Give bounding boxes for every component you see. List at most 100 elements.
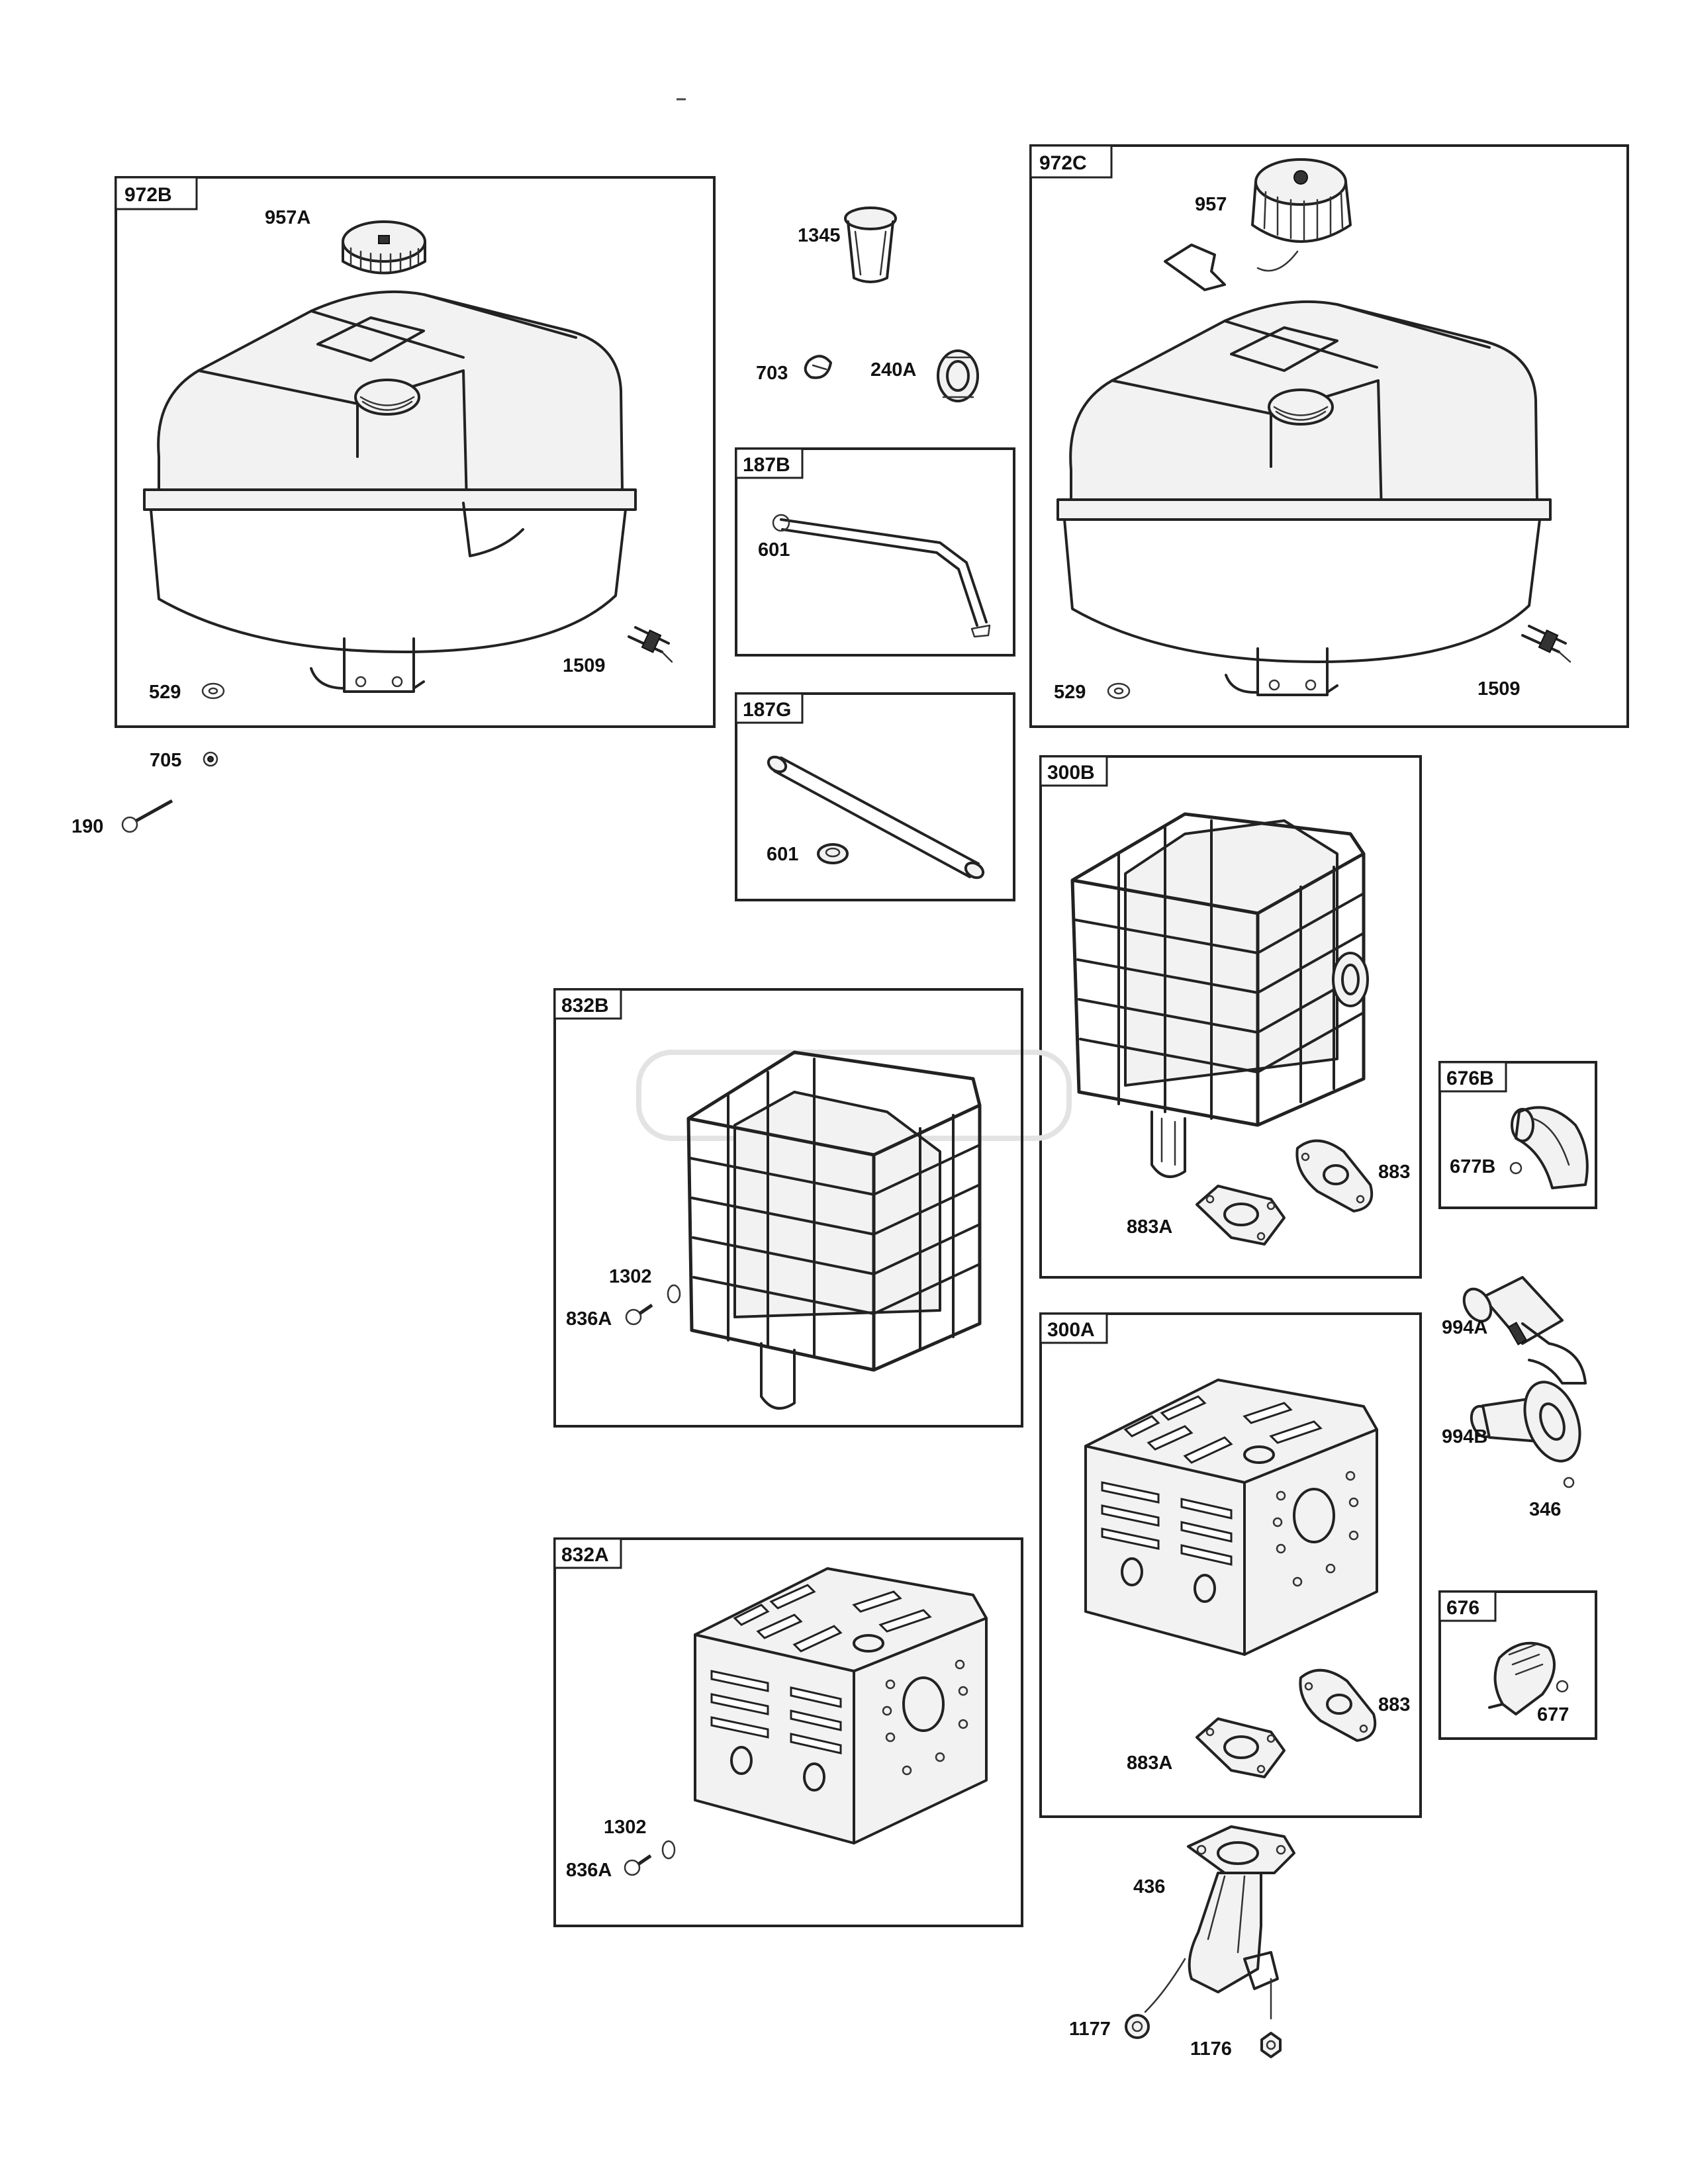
- group-187g-tag-box: [735, 692, 804, 724]
- group-972b-tag: 972B: [124, 184, 172, 206]
- group-300b-tag: 300B: [1047, 762, 1095, 784]
- group-832b: 832B 1302 836A: [553, 988, 1023, 1428]
- muffler-832a: [694, 1567, 988, 1844]
- label-1177: 1177: [1069, 2019, 1111, 2040]
- muffler-300a: [1084, 1379, 1378, 1656]
- label-1345: 1345: [798, 225, 841, 246]
- muffler-guard-832b: [686, 1050, 982, 1410]
- group-676-tag-box: [1438, 1590, 1497, 1622]
- screw-677: [1556, 1680, 1569, 1693]
- fitting-1509-left: [628, 626, 673, 663]
- label-601-187b: 601: [758, 539, 790, 561]
- group-300a-tag-box: [1039, 1312, 1108, 1344]
- bolt-190: [121, 799, 173, 833]
- label-836a-832b: 836A: [566, 1308, 612, 1330]
- label-883-300a: 883: [1378, 1694, 1410, 1715]
- group-972b-tag-box: [115, 176, 198, 210]
- washer-529-left: [201, 682, 225, 700]
- group-187g-frame: [735, 692, 1015, 901]
- gasket-883a-300b: [1196, 1185, 1286, 1246]
- group-832b-frame: [553, 988, 1023, 1428]
- group-676b: 676B 677B: [1438, 1061, 1597, 1209]
- group-300b-tag-box: [1039, 755, 1108, 787]
- label-836a-832a: 836A: [566, 1860, 612, 1881]
- label-346: 346: [1529, 1499, 1561, 1520]
- group-676: 676 677: [1438, 1590, 1597, 1740]
- group-300a-tag: 300A: [1047, 1319, 1095, 1341]
- group-972c-frame: [1029, 144, 1629, 728]
- gasket-883-300b: [1295, 1139, 1374, 1212]
- label-705: 705: [150, 750, 181, 771]
- group-972c-tag-box: [1029, 144, 1113, 179]
- group-972c: 972C 957: [1029, 144, 1629, 728]
- label-677: 677: [1537, 1704, 1569, 1725]
- fuel-line-187g: [767, 755, 985, 880]
- washer-1302-832b: [667, 1284, 681, 1304]
- group-676-frame: [1438, 1590, 1597, 1740]
- group-300a-frame: [1039, 1312, 1422, 1818]
- nut-1176: [1260, 2032, 1282, 2058]
- gasket-883-300a: [1299, 1668, 1377, 1742]
- group-832a-frame: [553, 1537, 1023, 1927]
- label-190: 190: [71, 816, 103, 837]
- label-883-300b: 883: [1378, 1161, 1410, 1183]
- label-957: 957: [1195, 194, 1227, 215]
- grommet-240a: [937, 349, 979, 402]
- group-300a: 300A 883: [1039, 1312, 1422, 1818]
- screw-836a-832b: [625, 1303, 653, 1326]
- clamp-601-187g: [817, 843, 849, 864]
- group-676b-tag: 676B: [1446, 1068, 1494, 1089]
- label-529-right: 529: [1054, 682, 1086, 703]
- fitting-1509-right: [1521, 625, 1571, 663]
- label-601-187g: 601: [767, 844, 798, 865]
- group-832a-tag-box: [553, 1537, 622, 1569]
- label-994b: 994B: [1442, 1426, 1487, 1447]
- label-994a: 994A: [1442, 1317, 1487, 1338]
- exhaust-elbow-436: [1144, 1825, 1295, 2020]
- label-883a-300a: 883A: [1127, 1752, 1172, 1774]
- label-1176: 1176: [1190, 2038, 1232, 2060]
- gasket-883a-300a: [1196, 1717, 1286, 1778]
- fuel-cap-957a: [342, 220, 426, 275]
- label-529-left: 529: [149, 682, 181, 703]
- group-676b-tag-box: [1438, 1061, 1507, 1093]
- deflector-676b: [1511, 1106, 1589, 1189]
- fuel-tank-972c: [1056, 300, 1552, 696]
- spark-arrestor-994a: [1462, 1276, 1587, 1385]
- group-676-tag: 676: [1446, 1597, 1479, 1619]
- label-240a: 240A: [870, 359, 916, 381]
- label-436: 436: [1133, 1876, 1165, 1897]
- group-187b-frame: [735, 447, 1015, 657]
- label-1509-left: 1509: [563, 655, 606, 676]
- group-187b: 187B 601: [735, 447, 1015, 657]
- screen-1345: [844, 206, 897, 283]
- group-300b-frame: [1039, 755, 1422, 1279]
- label-677b: 677B: [1450, 1156, 1495, 1177]
- group-187b-tag: 187B: [743, 454, 790, 476]
- group-676b-frame: [1438, 1061, 1597, 1209]
- nut-705: [203, 751, 218, 767]
- spark-arrestor-994b: [1470, 1381, 1581, 1463]
- group-187g: 187G 601: [735, 692, 1015, 901]
- label-957a: 957A: [265, 207, 310, 228]
- group-300b: 300B 883 883A: [1039, 755, 1422, 1279]
- label-883a-300b: 883A: [1127, 1216, 1172, 1238]
- clamp-703: [804, 355, 832, 379]
- group-832b-tag-box: [553, 988, 622, 1020]
- deflector-676: [1488, 1641, 1556, 1715]
- label-1302-832a: 1302: [604, 1817, 647, 1838]
- group-972b-frame: [115, 176, 716, 728]
- screw-836a-832a: [624, 1854, 652, 1876]
- fuel-tank-972b: [143, 290, 637, 693]
- group-187b-tag-box: [735, 447, 804, 479]
- fuel-line-187b: [772, 514, 991, 638]
- group-832a: 832A 1302 836A: [553, 1537, 1023, 1927]
- group-972b: 972B 9: [115, 176, 716, 728]
- group-832b-tag: 832B: [561, 995, 609, 1017]
- group-972c-tag: 972C: [1039, 152, 1087, 174]
- fuel-cap-957: [1164, 158, 1352, 291]
- group-187g-tag: 187G: [743, 699, 791, 721]
- muffler-guard-300b: [1070, 812, 1369, 1178]
- label-1509-right: 1509: [1477, 678, 1521, 700]
